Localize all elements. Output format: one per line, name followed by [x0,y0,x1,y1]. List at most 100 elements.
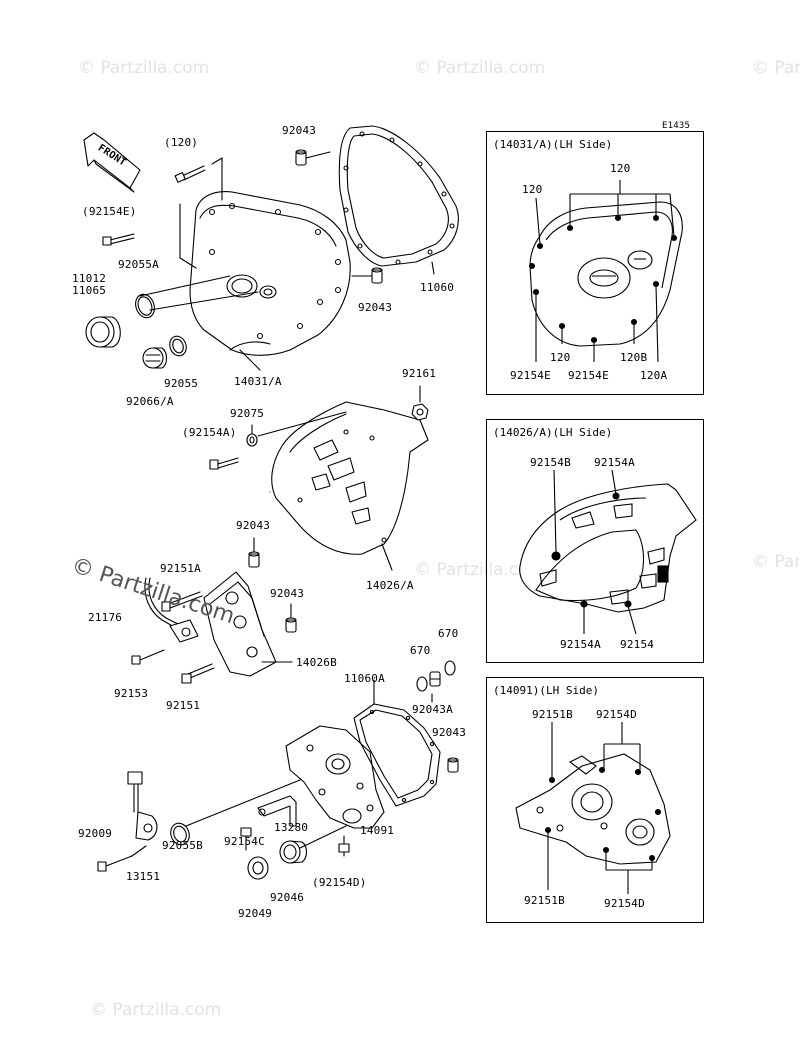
part-label: 11060A [344,672,385,685]
inset-label: 92154E [568,369,609,382]
gasket-drawing [338,125,459,275]
part-label: 92043 [270,587,305,600]
part-label: 92075 [230,407,265,420]
sprocket-cover-drawing [269,401,429,571]
bolt-icon [240,827,252,851]
part-label: 11065 [72,284,107,297]
part-label: 92043 [282,124,317,137]
part-label: 92043 [432,726,467,739]
inset-sprocket-cover-drawing [519,469,697,635]
part-label: 92055 [164,377,199,390]
inset-label: 92151B [524,894,565,907]
plug-cap-icon [85,316,121,348]
part-label: 14026/A [366,579,414,592]
part-label: 14091 [360,824,395,837]
dowel-pin-icon [447,757,459,773]
dowel-pin-icon [371,267,383,284]
cover-14091-drawing [285,725,385,829]
part-label: 14026B [296,656,337,669]
part-label: 92066/A [126,395,174,408]
dowel-pin-icon [285,617,297,633]
part-label: 11060 [420,281,455,294]
oil-seal-icon [247,856,269,880]
inset-label: 92154A [594,456,635,469]
part-label: 13280 [274,821,309,834]
part-label: 11012 [72,272,107,285]
part-label: (120) [164,136,199,149]
inset-label: 92154B [530,456,571,469]
part-label: (92154D) [312,876,367,889]
inset-sprocket-cover: (14026/A)(LH Side) [486,419,704,663]
watermark: © Partzilla.com [414,58,546,78]
watermark: © Partzilla.com [78,58,210,78]
part-label: 92055B [162,839,203,852]
inset-title: (14091)(LH Side) [493,684,599,697]
part-label: 14031/A [234,375,282,388]
gasket-drawing [353,679,441,807]
inset-label: 92151B [532,708,573,721]
inset-title: (14031/A)(LH Side) [493,138,613,151]
part-label: 21176 [88,611,123,624]
inset-title: (14026/A)(LH Side) [493,426,613,439]
watermark: © Partzilla.com [752,552,800,572]
bolt-icon [131,649,165,665]
bolt-icon [338,835,350,857]
inset-clutch-cover: (14031/A)(LH Side) [486,131,704,395]
dowel-pin-icon [248,551,260,568]
dowel-pin-icon [429,671,441,687]
part-label: (92154A) [182,426,237,439]
inset-label: 92154A [560,638,601,651]
part-label: 92049 [238,907,273,920]
bearing-icon [279,840,308,864]
o-ring-icon [170,822,190,846]
plug-cap-icon [142,347,168,369]
inset-label: 120 [550,351,571,364]
front-arrow-icon [83,132,141,193]
bracket-drawing [257,795,297,827]
part-label: 92043 [358,301,393,314]
inset-label: 92154D [604,897,645,910]
sensor-drawing [127,771,158,841]
inset-label: 92154D [596,708,637,721]
part-label: 92055A [118,258,159,271]
inset-label: 120A [640,369,668,382]
part-label: 670 [438,627,459,640]
bolt-icon [97,855,133,872]
o-ring-icon [416,676,428,692]
washer-icon [246,433,258,447]
part-label: 92161 [402,367,437,380]
dowel-pin-icon [295,149,307,166]
part-label: 92154C [224,835,265,848]
watermark: © Partzilla.com [414,560,546,580]
inset-label: 120B [620,351,648,364]
bolt-icon [174,165,206,183]
part-label: 92151 [166,699,201,712]
part-label: 92043A [412,703,453,716]
o-ring-icon [135,293,155,319]
o-ring-icon [444,660,456,676]
clutch-cover-drawing [139,157,351,371]
watermark: © Partzilla.com [752,58,800,78]
part-label: 92046 [270,891,305,904]
nut-icon [411,403,429,421]
inset-label: 120 [610,162,631,175]
bolt-icon [209,457,239,470]
inset-label: 92154 [620,638,655,651]
bracket-drawing [203,571,293,677]
part-label: 92151A [160,562,201,575]
o-ring-icon [169,335,187,357]
inset-cover-14091: (14091)(LH Side) [486,677,704,923]
part-label: 670 [410,644,431,657]
inset-label: 120 [522,183,543,196]
part-label: 92153 [114,687,149,700]
inset-clutch-cover-drawing [528,180,683,363]
bolt-icon [102,233,135,246]
part-label: 92043 [236,519,271,532]
part-label: (92154E) [82,205,137,218]
inset-cover-14091-drawing [515,722,671,894]
bolt-icon [181,663,215,684]
watermark: © Partzilla.com [90,1000,222,1020]
part-label: 13151 [126,870,161,883]
inset-label: 92154E [510,369,551,382]
